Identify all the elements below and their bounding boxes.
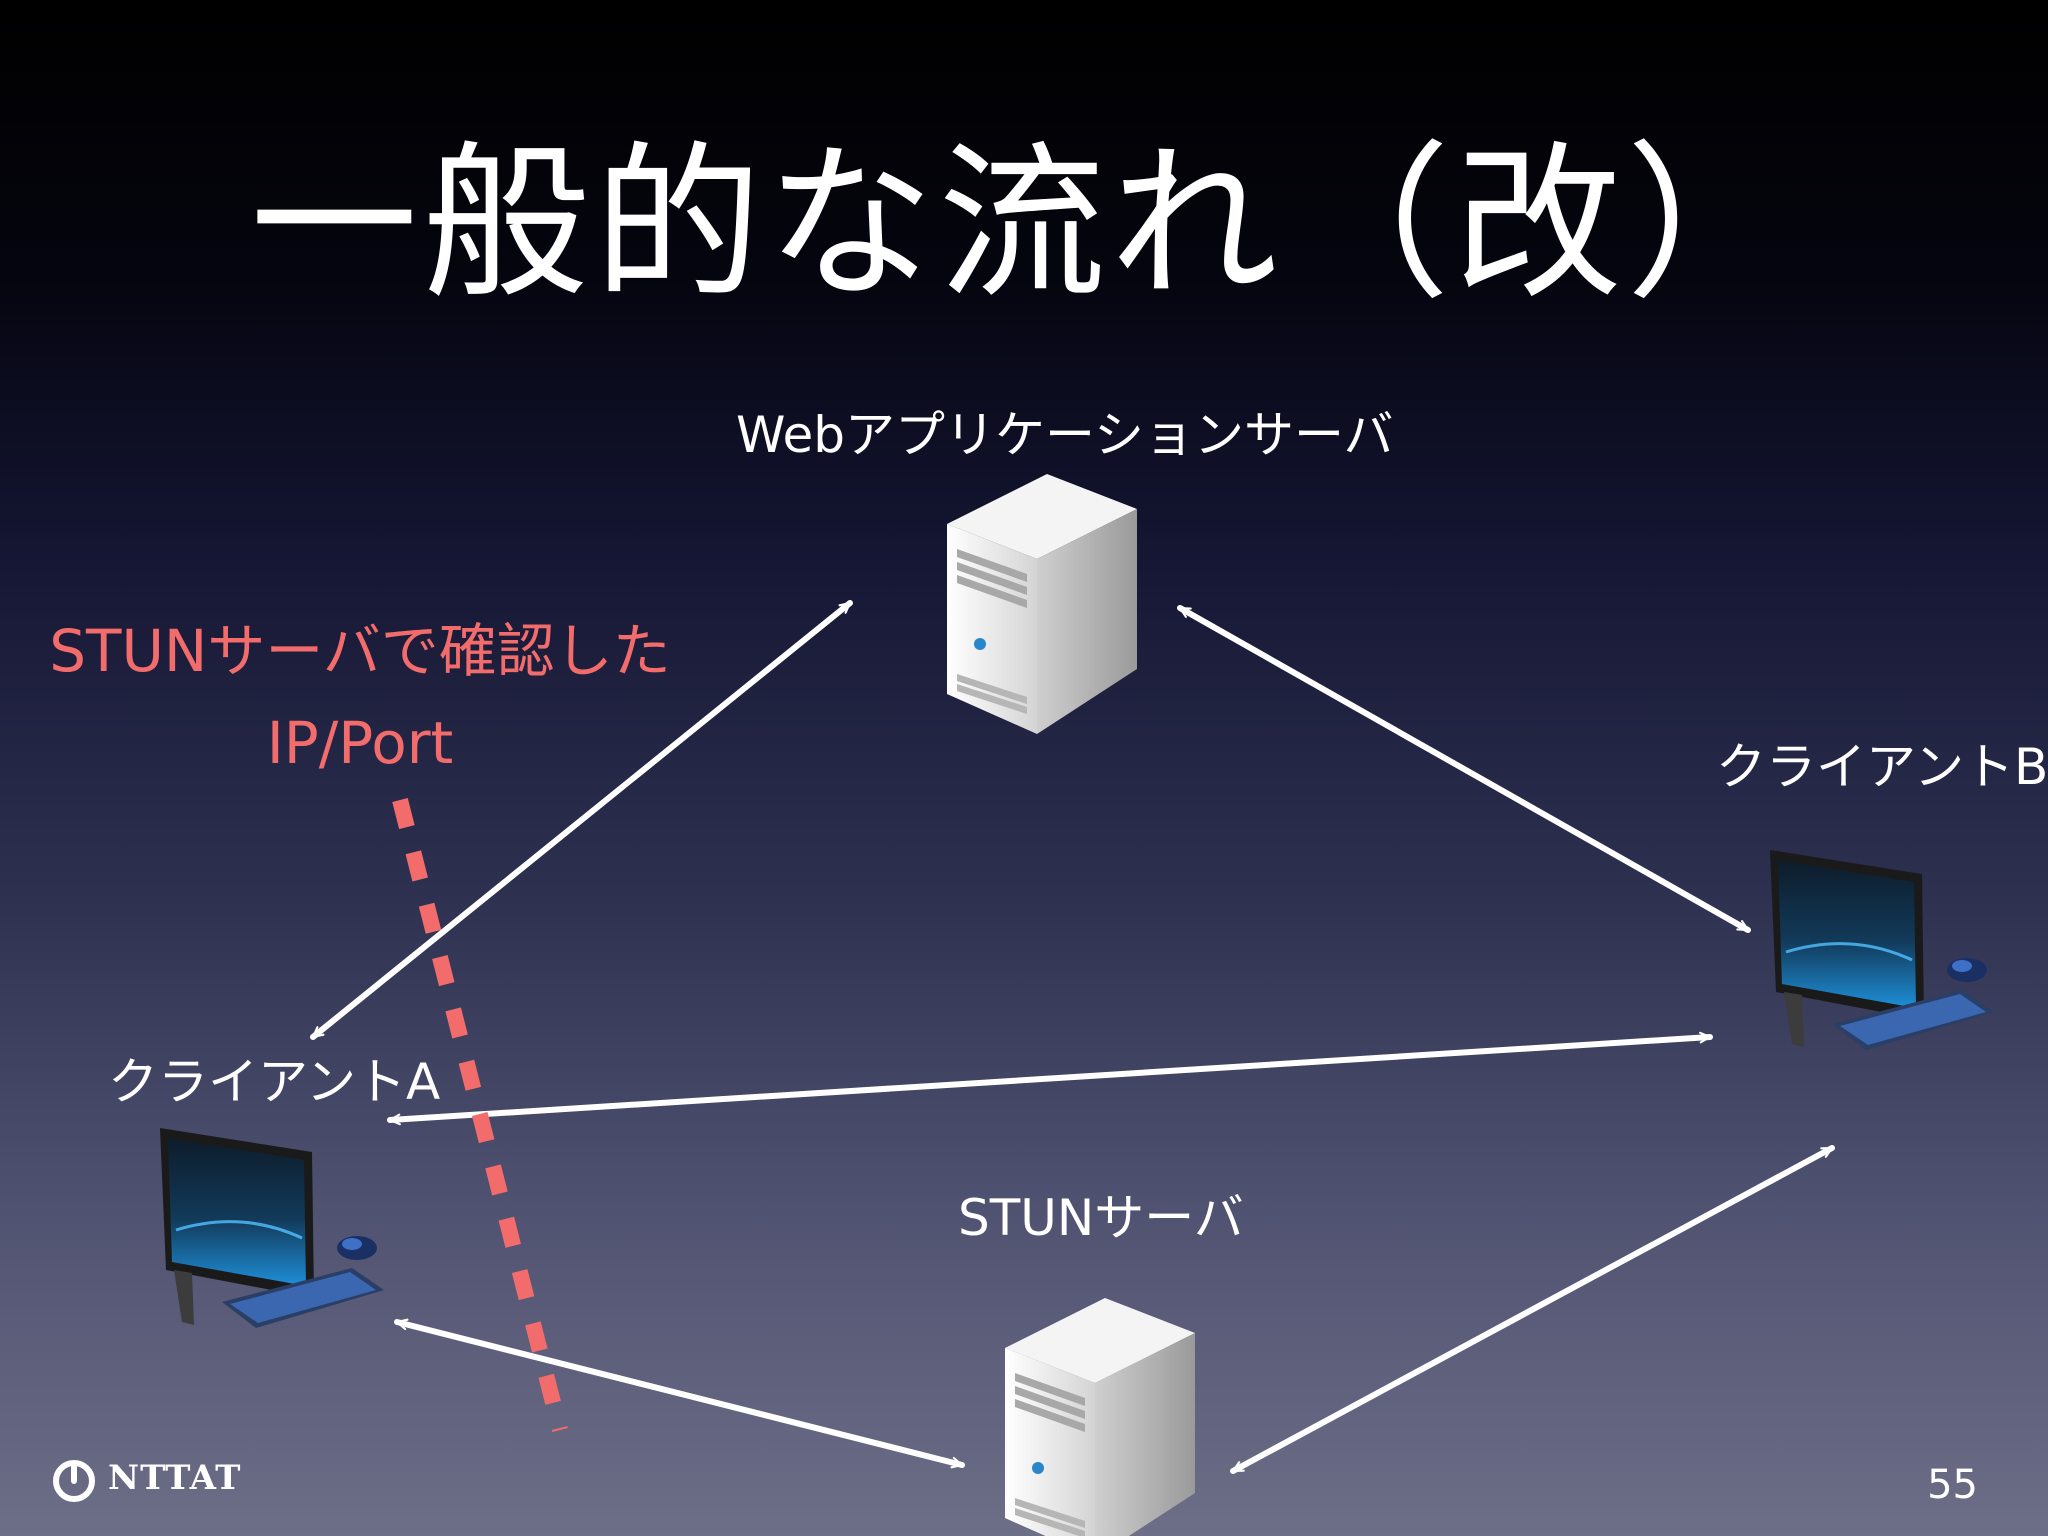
ntt-logo-icon <box>53 1460 95 1502</box>
annotation-line-1: STUNサーバで確認した <box>49 617 671 685</box>
company-logo: NTTAT <box>50 1458 241 1498</box>
client-a-computer-icon <box>158 1126 386 1330</box>
connection-arrows <box>310 600 1835 1474</box>
web-server-label: Webアプリケーションサーバ <box>736 406 1394 464</box>
client-a-label: クライアントA <box>108 1053 441 1111</box>
annotation-line-2: IP/Port <box>266 709 454 777</box>
page-number: 55 <box>1927 1462 1978 1508</box>
arrow-webserver-clientb <box>1177 605 1751 933</box>
arrow-stunserver-clientb <box>1230 1145 1835 1474</box>
stun-server-icon <box>1005 1298 1195 1536</box>
client-b-computer-icon <box>1768 848 1996 1052</box>
client-b-label: クライアントB <box>1716 738 2048 796</box>
stun-annotation: STUNサーバで確認した IP/Port <box>0 605 720 789</box>
arrow-clienta-clientb <box>387 1031 1713 1126</box>
logo-text: NTTAT <box>108 1458 242 1498</box>
stun-server-label: STUNサーバ <box>958 1189 1244 1247</box>
arrow-clienta-stunserver <box>394 1318 965 1469</box>
slide-title: 一般的な流れ（改） <box>250 126 1798 322</box>
arrow-clienta-webserver <box>310 600 853 1040</box>
nat-boundary-line <box>392 798 568 1432</box>
web-server-icon <box>947 474 1137 734</box>
